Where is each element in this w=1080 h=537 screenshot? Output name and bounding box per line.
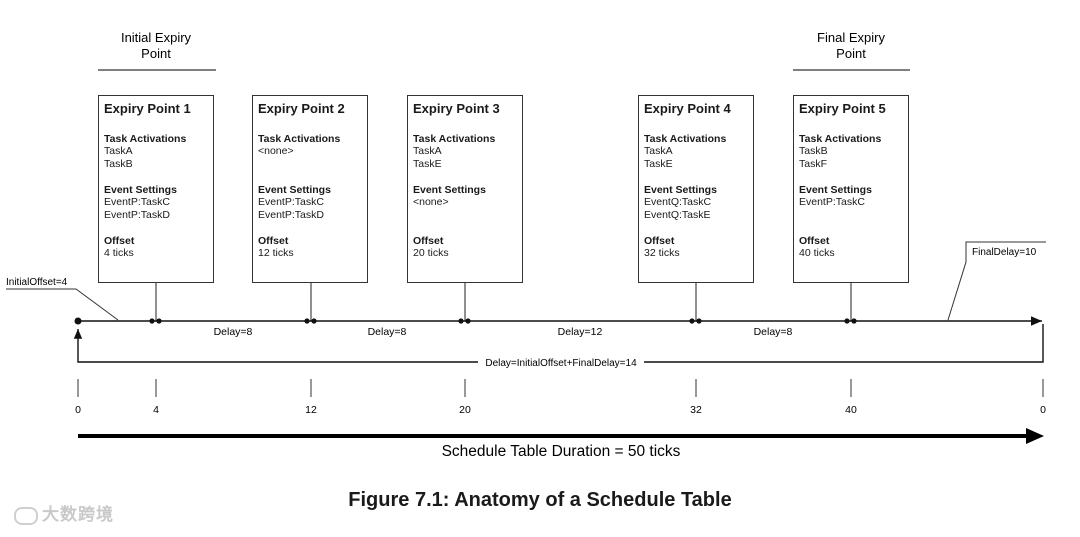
marker-ep4 bbox=[689, 318, 702, 324]
expiry-point-box-2: Expiry Point 2 Task Activations <none> E… bbox=[252, 95, 368, 283]
marker-ep3 bbox=[458, 318, 471, 324]
initial-offset-leader bbox=[6, 288, 119, 321]
offset-heading: Offset bbox=[258, 235, 289, 247]
event-item: EventP:TaskD bbox=[258, 209, 324, 221]
final-expiry-label-line2: Point bbox=[836, 46, 866, 61]
task-item: TaskA bbox=[104, 145, 133, 157]
offset-heading: Offset bbox=[799, 235, 830, 247]
event-settings-heading: Event Settings bbox=[104, 184, 177, 196]
wrap-delay-label: Delay=InitialOffset+FinalDelay=14 bbox=[485, 358, 637, 369]
offset-value: 4 ticks bbox=[104, 247, 134, 259]
task-item: TaskB bbox=[104, 158, 133, 170]
offset-heading: Offset bbox=[644, 235, 675, 247]
offset-heading: Offset bbox=[104, 235, 135, 247]
event-item: EventP:TaskD bbox=[104, 209, 170, 221]
delay-label-2: Delay=8 bbox=[368, 326, 407, 338]
event-item-spacer bbox=[413, 209, 517, 222]
watermark: 大数跨境 bbox=[14, 500, 114, 525]
expiry-point-title: Expiry Point 2 bbox=[258, 101, 345, 116]
task-item-spacer bbox=[258, 158, 362, 171]
tick-label-40: 40 bbox=[845, 404, 857, 416]
expiry-point-title: Expiry Point 3 bbox=[413, 101, 500, 116]
task-activations-heading: Task Activations bbox=[413, 133, 496, 145]
tick-label-4: 4 bbox=[153, 404, 159, 416]
event-item: EventP:TaskC bbox=[104, 196, 170, 208]
tick-marks bbox=[77, 379, 1044, 397]
task-item: TaskB bbox=[799, 145, 828, 157]
expiry-point-title: Expiry Point 5 bbox=[799, 101, 886, 116]
event-item-spacer bbox=[799, 209, 903, 222]
expiry-point-title: Expiry Point 4 bbox=[644, 101, 731, 116]
task-activations-heading: Task Activations bbox=[644, 133, 727, 145]
tick-label-20: 20 bbox=[459, 404, 471, 416]
expiry-point-title: Expiry Point 1 bbox=[104, 101, 191, 116]
event-settings-heading: Event Settings bbox=[644, 184, 717, 196]
duration-label: Schedule Table Duration = 50 ticks bbox=[442, 443, 681, 460]
task-activations-heading: Task Activations bbox=[258, 133, 341, 145]
offset-value: 40 ticks bbox=[799, 247, 835, 259]
event-item: EventP:TaskC bbox=[799, 196, 865, 208]
initial-expiry-label-line1: Initial Expiry bbox=[121, 30, 192, 45]
initial-offset-label: InitialOffset=4 bbox=[6, 277, 68, 288]
final-delay-leader bbox=[947, 241, 1046, 321]
task-activations-heading: Task Activations bbox=[104, 133, 187, 145]
task-item: TaskE bbox=[413, 158, 442, 170]
marker-ep5 bbox=[844, 318, 857, 324]
offset-value: 20 ticks bbox=[413, 247, 449, 259]
tick-label-12: 12 bbox=[305, 404, 317, 416]
expiry-point-box-1: Expiry Point 1 Task Activations TaskA Ta… bbox=[98, 95, 214, 283]
task-item: TaskA bbox=[413, 145, 442, 157]
figure-caption: Figure 7.1: Anatomy of a Schedule Table bbox=[348, 489, 732, 511]
expiry-point-box-4: Expiry Point 4 Task Activations TaskA Ta… bbox=[638, 95, 754, 283]
delay-label-1: Delay=8 bbox=[214, 326, 253, 338]
marker-ep2 bbox=[304, 318, 317, 324]
timeline-start-dot bbox=[74, 317, 82, 325]
event-item: EventQ:TaskC bbox=[644, 196, 712, 208]
task-item: TaskF bbox=[799, 158, 828, 170]
final-expiry-label-line1: Final Expiry bbox=[817, 30, 885, 45]
expiry-point-box-5: Expiry Point 5 Task Activations TaskB Ta… bbox=[793, 95, 909, 283]
watermark-text: 大数跨境 bbox=[42, 505, 114, 524]
marker-ep1 bbox=[149, 318, 162, 324]
initial-expiry-label-line2: Point bbox=[141, 46, 171, 61]
expiry-point-box-3: Expiry Point 3 Task Activations TaskA Ta… bbox=[407, 95, 523, 283]
event-item: EventQ:TaskE bbox=[644, 209, 711, 221]
event-settings-heading: Event Settings bbox=[413, 184, 486, 196]
event-settings-heading: Event Settings bbox=[799, 184, 872, 196]
offset-value: 32 ticks bbox=[644, 247, 680, 259]
final-delay-label: FinalDelay=10 bbox=[972, 247, 1037, 258]
delay-label-4: Delay=8 bbox=[754, 326, 793, 338]
delay-label-3: Delay=12 bbox=[558, 326, 603, 338]
tick-label-32: 32 bbox=[690, 404, 702, 416]
offset-value: 12 ticks bbox=[258, 247, 294, 259]
tick-label-0: 0 bbox=[75, 404, 81, 416]
event-settings-heading: Event Settings bbox=[258, 184, 331, 196]
tick-label-end: 0 bbox=[1040, 404, 1046, 416]
event-item: EventP:TaskC bbox=[258, 196, 324, 208]
task-activations-heading: Task Activations bbox=[799, 133, 882, 145]
task-item: TaskE bbox=[644, 158, 673, 170]
duration-arrow-head bbox=[1026, 428, 1044, 444]
wrap-label-background bbox=[478, 356, 644, 368]
task-item: TaskA bbox=[644, 145, 673, 157]
task-item: <none> bbox=[258, 145, 294, 157]
watermark-logo-icon bbox=[14, 506, 38, 525]
offset-heading: Offset bbox=[413, 235, 444, 247]
event-item: <none> bbox=[413, 196, 449, 208]
